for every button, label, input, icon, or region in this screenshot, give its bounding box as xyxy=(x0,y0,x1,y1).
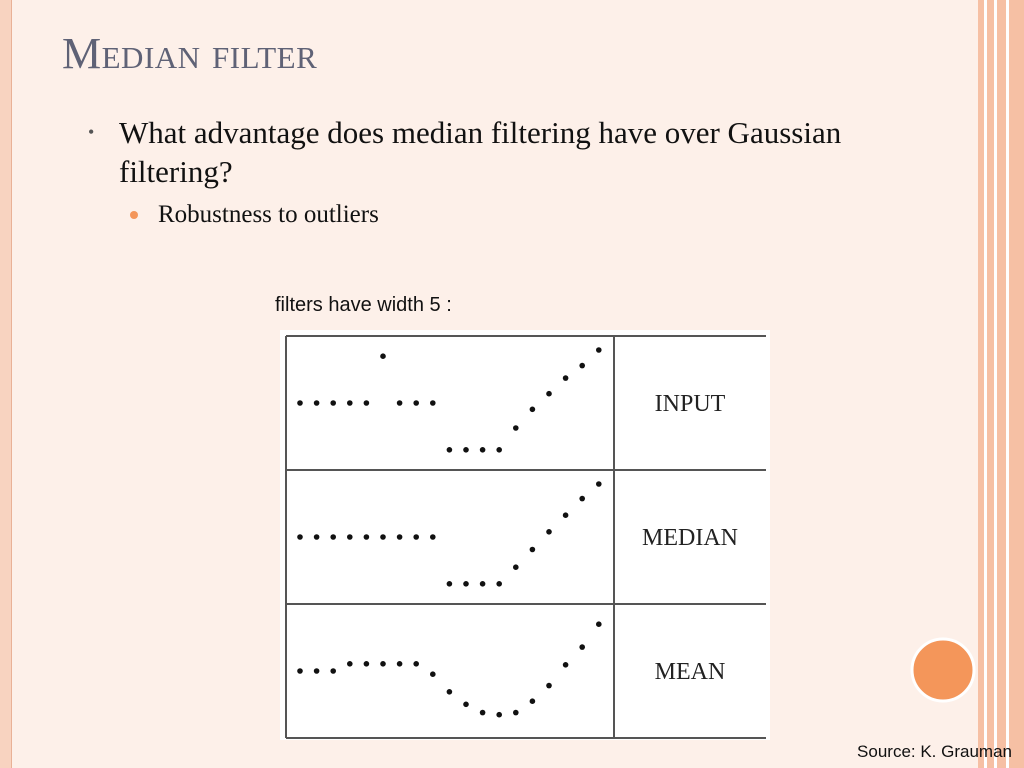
figure-rows: INPUT MEDIAN MEAN xyxy=(297,347,738,718)
bullet-text: What advantage does median filtering hav… xyxy=(119,115,842,189)
signal-point xyxy=(330,400,336,406)
bullet-marker: • xyxy=(88,122,95,142)
right-border-stripe-2 xyxy=(987,0,994,768)
signal-point xyxy=(396,661,403,667)
right-border-stripe-4 xyxy=(1009,0,1024,768)
signal-point xyxy=(313,534,320,540)
signal-point xyxy=(446,447,453,453)
signal-point xyxy=(430,400,436,406)
signal-point xyxy=(330,534,336,540)
signal-point xyxy=(579,495,585,502)
signal-point xyxy=(446,581,453,587)
signal-point xyxy=(579,644,585,650)
signal-point xyxy=(529,546,536,553)
signal-point xyxy=(347,400,353,406)
figure-caption: filters have width 5 : xyxy=(275,294,452,316)
row-label: MEAN xyxy=(655,659,726,685)
right-border-stripe-3 xyxy=(997,0,1006,768)
signal-point xyxy=(513,425,519,431)
signal-point xyxy=(347,661,353,667)
signal-point xyxy=(496,581,502,587)
row-label: MEDIAN xyxy=(642,525,738,551)
signal-point xyxy=(562,375,569,381)
signal-point xyxy=(380,353,386,359)
signal-point xyxy=(463,701,469,708)
signal-point xyxy=(330,668,336,674)
signal-point xyxy=(380,534,386,540)
signal-point xyxy=(297,668,303,674)
signal-point xyxy=(313,668,320,674)
signal-point xyxy=(529,698,536,704)
signal-point xyxy=(546,682,552,689)
signal-point xyxy=(546,390,552,397)
signal-point xyxy=(413,400,419,406)
signal-point xyxy=(430,671,436,677)
signal-point xyxy=(313,400,320,406)
signal-point xyxy=(479,709,486,716)
sub-bullet-item: Robustness to outliers xyxy=(128,198,908,232)
sub-bullet-text: Robustness to outliers xyxy=(158,201,379,228)
right-border-stripe-1 xyxy=(978,0,984,768)
signal-point xyxy=(479,447,486,453)
signal-point xyxy=(596,347,602,353)
signal-point xyxy=(562,662,569,668)
source-credit: Source: K. Grauman xyxy=(857,742,1012,761)
signal-point xyxy=(463,447,469,453)
signal-point xyxy=(396,534,403,540)
bullet-item: • What advantage does median filtering h… xyxy=(88,113,908,191)
signal-point xyxy=(396,400,403,406)
signal-point xyxy=(363,400,370,406)
signal-point xyxy=(496,447,502,453)
row-label: INPUT xyxy=(655,391,726,417)
left-border-stripe xyxy=(0,0,11,768)
signal-point xyxy=(463,581,469,587)
signal-point xyxy=(380,661,386,667)
signal-point xyxy=(496,711,502,718)
signal-point xyxy=(529,406,536,413)
filter-comparison-figure: INPUT MEDIAN MEAN xyxy=(280,330,770,740)
figure-grid xyxy=(285,335,766,739)
sub-bullet-marker xyxy=(130,211,138,219)
signal-point xyxy=(297,534,303,540)
slide-title: Median filter xyxy=(62,29,318,78)
signal-point xyxy=(513,564,519,570)
signal-point xyxy=(479,581,486,587)
signal-point xyxy=(430,534,436,540)
signal-point xyxy=(446,689,453,695)
signal-point xyxy=(363,661,370,667)
signal-point xyxy=(579,362,585,369)
signal-point xyxy=(596,481,602,487)
signal-point xyxy=(513,709,519,716)
signal-point xyxy=(596,621,602,627)
bullet-list: • What advantage does median filtering h… xyxy=(88,113,908,232)
signal-point xyxy=(413,661,419,667)
signal-point xyxy=(546,529,552,535)
signal-point xyxy=(347,534,353,540)
accent-circle xyxy=(910,637,976,703)
signal-point xyxy=(363,534,370,540)
figure-background xyxy=(280,330,770,740)
signal-point xyxy=(562,512,569,518)
signal-point xyxy=(297,400,303,406)
signal-point xyxy=(413,534,419,540)
